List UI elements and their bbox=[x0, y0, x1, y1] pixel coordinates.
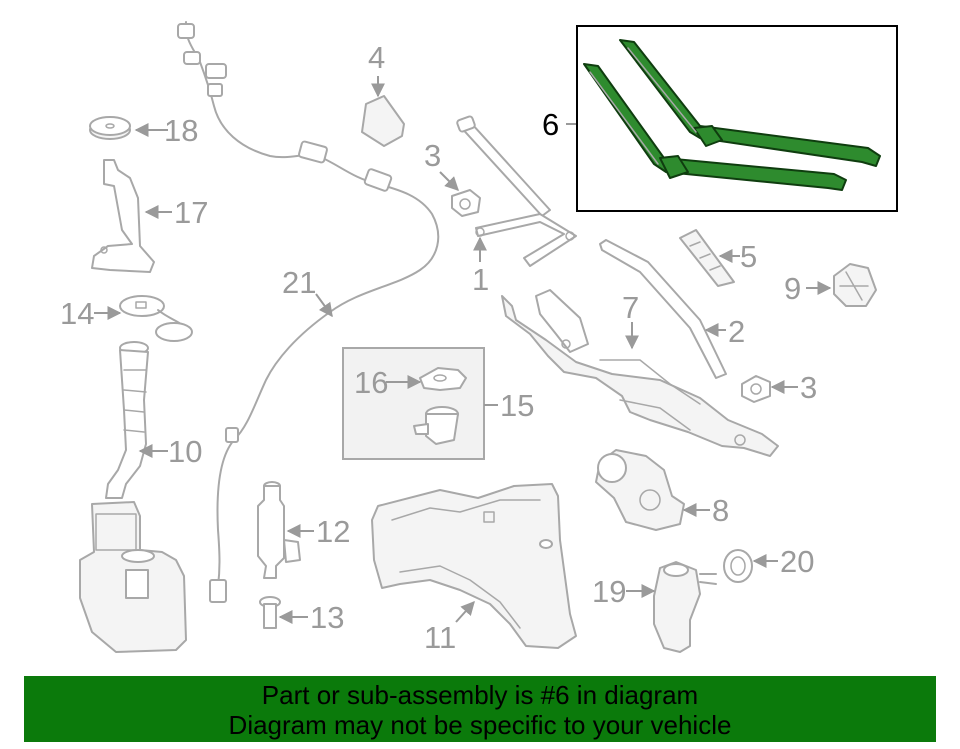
callout-1: 1 bbox=[472, 262, 489, 297]
callout-3-upper: 3 bbox=[424, 138, 441, 173]
part-18-cap[interactable] bbox=[89, 116, 131, 140]
callout-16: 16 bbox=[354, 365, 388, 400]
callout-15: 15 bbox=[500, 388, 534, 423]
leader-lines bbox=[94, 76, 832, 624]
part-17-bracket[interactable] bbox=[91, 159, 155, 273]
callout-14: 14 bbox=[60, 296, 94, 331]
part-5-seal[interactable] bbox=[679, 229, 735, 287]
part-3-nut-lower[interactable] bbox=[741, 375, 771, 403]
callout-9: 9 bbox=[784, 271, 801, 306]
callout-5: 5 bbox=[740, 239, 757, 274]
part-9-grommet[interactable] bbox=[833, 263, 877, 307]
part-4-cover[interactable] bbox=[361, 95, 405, 147]
callout-2: 2 bbox=[728, 314, 745, 349]
part-15-group-box bbox=[342, 347, 485, 460]
banner-line-2: Diagram may not be specific to your vehi… bbox=[228, 710, 732, 740]
callout-17: 17 bbox=[174, 195, 208, 230]
part-8-wiper-motor[interactable] bbox=[595, 449, 685, 531]
info-banner: Part or sub-assembly is #6 in diagram Di… bbox=[24, 676, 936, 742]
callout-20: 20 bbox=[780, 544, 814, 579]
part-10-filler-neck[interactable] bbox=[105, 341, 149, 499]
callout-11: 11 bbox=[424, 620, 456, 655]
part-1-linkage[interactable] bbox=[456, 115, 577, 267]
part-14-filler-cap[interactable] bbox=[119, 295, 193, 342]
callout-18: 18 bbox=[164, 113, 198, 148]
part-10-reservoir[interactable] bbox=[79, 501, 187, 653]
callout-labels: 18 17 14 10 21 4 3 1 6 5 2 7 3 9 16 15 8… bbox=[60, 40, 817, 655]
callout-8: 8 bbox=[712, 493, 729, 528]
part-19-actuator[interactable] bbox=[653, 561, 717, 653]
callout-10: 10 bbox=[168, 434, 202, 469]
part-15-sensor[interactable] bbox=[413, 406, 459, 445]
part-3-nut-upper[interactable] bbox=[451, 189, 481, 217]
part-2-wiper-arm[interactable] bbox=[599, 239, 727, 379]
part-13-bolt[interactable] bbox=[259, 596, 281, 629]
part-6-wiper-blades[interactable] bbox=[583, 39, 881, 191]
part-21-washer-hose[interactable] bbox=[177, 21, 440, 603]
callout-7: 7 bbox=[622, 290, 639, 325]
callout-3-lower: 3 bbox=[800, 370, 817, 405]
callout-6: 6 bbox=[542, 107, 559, 142]
part-7-wiper-frame[interactable] bbox=[501, 289, 779, 457]
part-16-cover[interactable] bbox=[419, 367, 467, 391]
part-12-washer-pump[interactable] bbox=[257, 481, 301, 579]
banner-line-1: Part or sub-assembly is #6 in diagram bbox=[261, 680, 699, 710]
callout-13: 13 bbox=[310, 600, 344, 635]
part-20-grommet[interactable] bbox=[723, 549, 753, 583]
callout-4: 4 bbox=[368, 40, 385, 75]
callout-12: 12 bbox=[316, 514, 350, 549]
part-11-housing[interactable] bbox=[371, 483, 577, 649]
callout-21: 21 bbox=[282, 265, 316, 300]
parts-diagram: 18 17 14 10 21 4 3 1 6 5 2 7 3 9 16 15 8… bbox=[60, 21, 898, 655]
callout-19: 19 bbox=[592, 574, 626, 609]
